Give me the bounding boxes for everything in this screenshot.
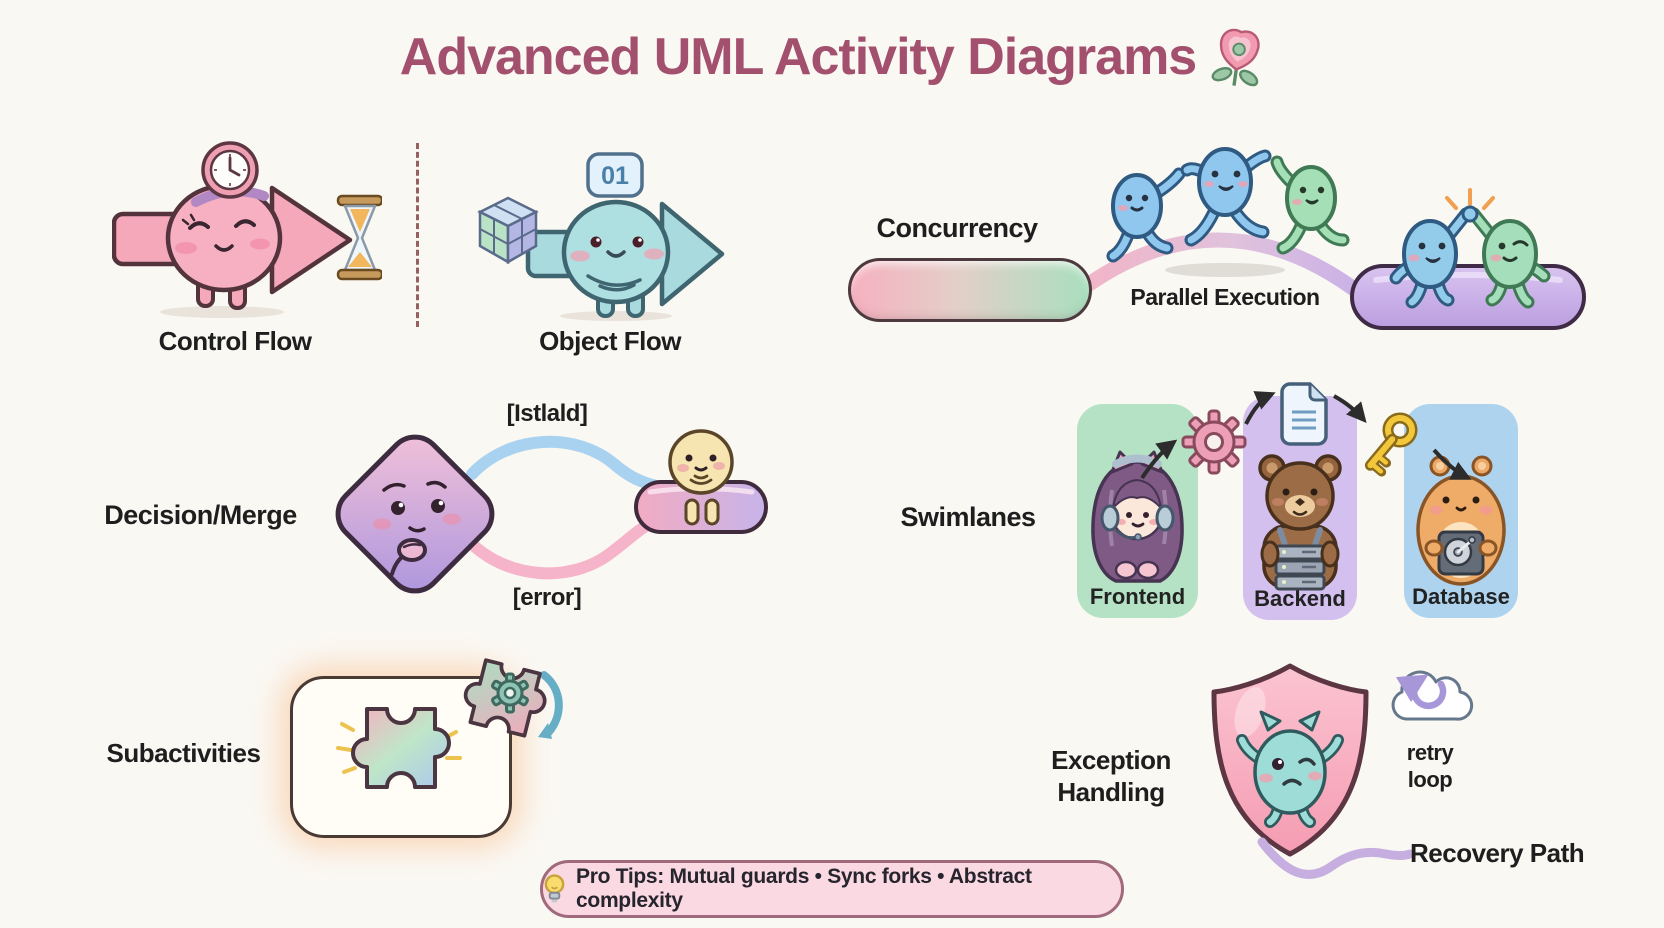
headphone-cup: [1155, 504, 1175, 532]
merge-node-group: [634, 429, 768, 534]
binary-badge: 01: [586, 152, 644, 198]
section-divider: [416, 143, 419, 327]
subactivities-label: Subactivities: [106, 738, 261, 768]
gear-glyph: [491, 672, 529, 714]
retry-loop-label: retry loop: [1406, 740, 1454, 792]
guard-label-bottom: [error]: [512, 584, 582, 611]
clock-icon: [201, 141, 259, 199]
retry-cloud-icon: [1391, 670, 1474, 721]
decision-merge-label: Decision/Merge: [104, 500, 297, 530]
guard-path-top: [466, 435, 662, 492]
arrow-icon: [1140, 439, 1178, 480]
document-icon: [1280, 382, 1328, 446]
lane-frontend-label: Frontend: [1089, 584, 1186, 609]
headphone-cup: [1100, 504, 1120, 532]
control-flow-label: Control Flow: [158, 326, 312, 356]
concurrency-label: Concurrency: [876, 213, 1038, 243]
object-flow-label: Object Flow: [539, 326, 681, 356]
highfive-green: [1467, 207, 1551, 309]
backend-character: [1258, 454, 1342, 591]
arrow-icon: [1432, 448, 1472, 480]
runner-blue-2: [1180, 147, 1272, 247]
runner-blue-1: [1106, 167, 1186, 263]
decision-diamond-character: [335, 434, 495, 594]
pro-tips-text: Pro Tips: Mutual guards • Sync forks • A…: [576, 865, 1032, 912]
guard-path-bottom: [462, 514, 662, 580]
page-header: Advanced UML Activity Diagrams: [0, 26, 1664, 88]
arrow-icon: [1333, 394, 1367, 424]
recovery-path-label: Recovery Path: [1410, 838, 1585, 868]
lightbulb-icon: [544, 874, 565, 903]
highfive-blue: [1389, 207, 1473, 309]
sparkle-icon: [336, 722, 462, 774]
swimlane-flow-icons: [1140, 382, 1472, 480]
page-title: Advanced UML Activity Diagrams: [399, 28, 1197, 86]
join-bar-group: [1350, 188, 1586, 330]
hard-drive-icon: [1437, 530, 1485, 576]
merge-character: [668, 429, 734, 526]
database-character: [1416, 455, 1506, 586]
key-icon: [1364, 412, 1418, 477]
cube-icon: [477, 196, 539, 265]
parallel-execution-label: Parallel Execution: [1130, 284, 1320, 310]
sparkle-icon: [1445, 188, 1495, 210]
svg-text:01: 01: [601, 162, 629, 190]
running-characters: [1106, 147, 1350, 277]
shield-icon: [1211, 663, 1369, 857]
branch-curves: [462, 435, 662, 580]
fork-bar: [848, 258, 1092, 322]
runner-green: [1270, 155, 1350, 255]
server-stack-icon: [1274, 544, 1326, 591]
gear-icon: [1181, 409, 1247, 475]
object-flow-arrow-character: 01: [477, 152, 725, 321]
pro-tips-banner: Pro Tips: Mutual guards • Sync forks • A…: [540, 860, 1124, 918]
guard-label-top: [Istlald]: [506, 400, 588, 427]
control-flow-arrow-character: [112, 141, 382, 318]
recovery-tail: [1257, 837, 1415, 879]
exception-handling-label: Exception Handling: [1051, 745, 1171, 807]
bug-monster-character: [1236, 710, 1344, 828]
puzzle-gear-icon: [463, 658, 563, 739]
swimlanes-label: Swimlanes: [900, 502, 1036, 532]
arrow-icon: [1244, 391, 1276, 425]
puzzle-icon: [336, 707, 462, 789]
concurrency-arc: [1062, 232, 1374, 306]
lane-database-label: Database: [1412, 584, 1510, 609]
flower-icon: [1211, 28, 1260, 87]
hourglass-icon: [336, 194, 382, 281]
